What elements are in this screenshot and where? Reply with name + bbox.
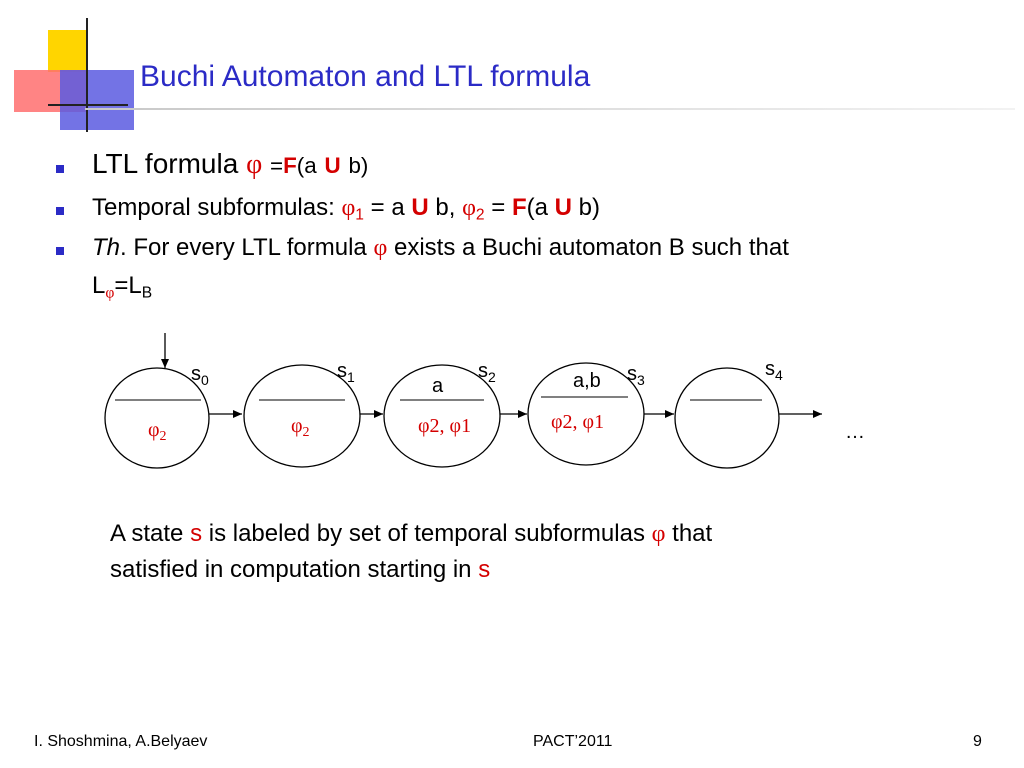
bullet-marker xyxy=(56,247,64,255)
bullet-marker xyxy=(56,165,64,173)
operator-f: F xyxy=(511,194,527,221)
caption-phi: φ xyxy=(651,521,666,547)
phi-symbol: φ xyxy=(341,195,356,221)
state-formulas-s0: φ2 xyxy=(148,419,167,444)
slide-logo xyxy=(14,18,134,132)
language-l: L xyxy=(92,272,106,299)
phi-symbol: φ xyxy=(462,195,476,221)
phi-subscript: 1 xyxy=(355,206,364,224)
equals-sign: = xyxy=(270,153,284,178)
caption-line-2: satisfied in computation starting in s xyxy=(110,556,491,583)
operator-u: U xyxy=(554,194,572,221)
language-subscript-phi: φ xyxy=(105,284,115,302)
state-circle-s4 xyxy=(674,367,780,469)
state-label-s3: s3 xyxy=(627,363,645,388)
equals-l: =L xyxy=(114,272,142,299)
caption-line-1: A state s is labeled by set of temporal … xyxy=(110,520,713,547)
formula-part: = a xyxy=(370,194,405,221)
footer-conference: PACT’2011 xyxy=(533,733,613,750)
logo-yellow-square xyxy=(48,30,86,72)
state-label-s2: s2 xyxy=(478,360,496,385)
state-label-s0: s0 xyxy=(191,363,209,388)
operator-u: U xyxy=(411,194,429,221)
state-circle-s0 xyxy=(104,367,210,469)
formula-part: b) xyxy=(578,194,601,221)
theorem-label: Th xyxy=(92,234,121,261)
state-props-s2: a xyxy=(432,375,444,397)
bullet-text: . For every LTL formula xyxy=(120,234,367,261)
formula-part: (a xyxy=(526,194,548,221)
bullet-text: Temporal subformulas: xyxy=(92,194,335,221)
continuation-ellipsis: … xyxy=(845,421,865,443)
state-circle-s2 xyxy=(383,364,501,468)
bullet-temporal-subformulas: Temporal subformulas: φ1 = a U b, φ2 = F… xyxy=(92,194,601,224)
footer-authors: I. Shoshmina, A.Belyaev xyxy=(34,733,208,750)
bullet-text: LTL formula xyxy=(92,148,239,179)
state-circle-s1 xyxy=(243,364,361,468)
language-equality: Lφ=LB xyxy=(92,272,153,302)
phi-symbol: φ xyxy=(373,235,388,261)
footer-page-number: 9 xyxy=(973,733,982,750)
diagram-caption: A state s is labeled by set of temporal … xyxy=(110,516,712,587)
state-formulas-s2: φ2, φ1 xyxy=(418,415,471,437)
caption-state-s: s xyxy=(190,520,203,547)
logo-horizontal-line xyxy=(48,104,128,106)
state-props-s3: a,b xyxy=(573,370,601,392)
caption-state-s: s xyxy=(478,556,491,583)
formula-part: b, xyxy=(435,194,456,221)
state-formulas-s3: φ2, φ1 xyxy=(551,411,604,433)
title-divider xyxy=(85,108,1015,110)
bullet-text: exists a Buchi automaton B such that xyxy=(393,234,789,261)
phi-symbol: φ xyxy=(246,149,263,180)
logo-vertical-line xyxy=(86,18,88,132)
bullet-ltl-formula: LTL formula φ =F(a U b) xyxy=(92,148,368,181)
state-label-s4: s4 xyxy=(765,358,783,383)
bullet-marker xyxy=(56,207,64,215)
formula-part: (a xyxy=(296,153,317,178)
equals-sign: = xyxy=(491,194,506,221)
operator-u: U xyxy=(324,153,341,178)
slide-title: Buchi Automaton and LTL formula xyxy=(140,60,591,93)
bullet-theorem: Th. For every LTL formula φ exists a Buc… xyxy=(92,234,789,262)
state-label-s1: s1 xyxy=(337,360,355,385)
phi-subscript: 2 xyxy=(475,206,485,224)
state-formulas-s1: φ2 xyxy=(291,415,310,440)
language-subscript-b: B xyxy=(141,284,153,302)
formula-part: b) xyxy=(348,153,369,178)
logo-blue-square xyxy=(60,70,134,130)
operator-f: F xyxy=(283,153,297,178)
